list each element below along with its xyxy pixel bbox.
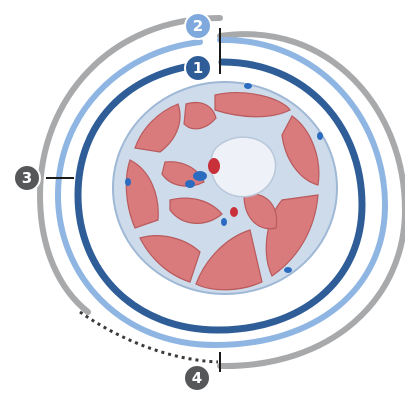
vein-7: [284, 267, 292, 273]
vein-2: [185, 180, 195, 188]
marker-4-label: 4: [192, 369, 202, 387]
dotted-path: [80, 312, 218, 362]
vein-4: [244, 83, 252, 89]
marker-4: 4: [184, 365, 210, 391]
vein-5: [317, 132, 323, 140]
marker-3: 3: [14, 165, 40, 191]
marker-1: 1: [185, 55, 211, 81]
marker-2: 2: [185, 13, 211, 39]
bone: [211, 137, 275, 197]
vein-1: [193, 171, 207, 181]
limb-cross-section: [113, 82, 337, 294]
marker-1-label: 1: [193, 59, 203, 77]
artery: [208, 158, 220, 174]
vein-6: [125, 178, 131, 186]
marker-2-label: 2: [193, 17, 203, 35]
artery-small: [230, 207, 238, 217]
marker-3-label: 3: [22, 169, 32, 187]
vein-3: [221, 218, 227, 226]
